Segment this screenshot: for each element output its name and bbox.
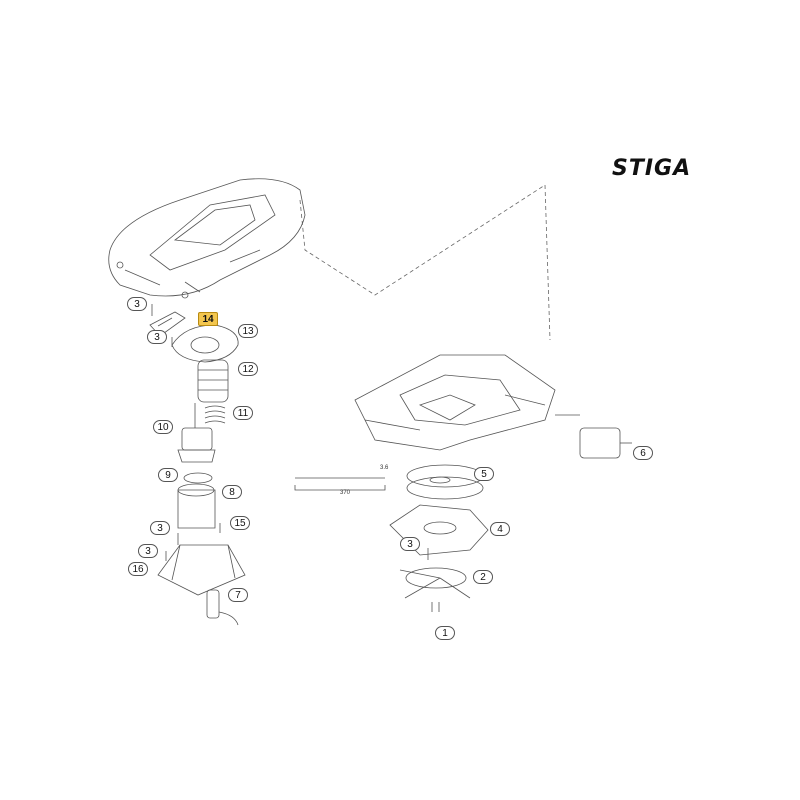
part-label-12[interactable]: 12 bbox=[238, 362, 258, 376]
part-7-sensor bbox=[206, 589, 239, 626]
chassis-illustration bbox=[354, 354, 556, 451]
part-5-disc bbox=[406, 464, 484, 500]
part-label-6[interactable]: 6 bbox=[633, 446, 653, 460]
cable-tie bbox=[294, 477, 386, 491]
part-label-11[interactable]: 11 bbox=[233, 406, 253, 420]
part-9-ring bbox=[183, 472, 213, 484]
part-16-base bbox=[157, 544, 246, 596]
part-1-screws bbox=[431, 602, 440, 612]
part-2-blade-disc bbox=[399, 567, 471, 599]
part-label-14[interactable]: 14 bbox=[198, 312, 218, 326]
part-label-3-b[interactable]: 3 bbox=[147, 330, 167, 344]
part-10-motor bbox=[177, 403, 216, 463]
part-11-spring bbox=[204, 405, 226, 424]
part-6-motor-assembly bbox=[555, 414, 632, 459]
part-label-15[interactable]: 15 bbox=[230, 516, 250, 530]
part-label-2[interactable]: 2 bbox=[473, 570, 493, 584]
part-13-plate bbox=[171, 324, 239, 363]
part-label-1[interactable]: 1 bbox=[435, 626, 455, 640]
part-label-3-e[interactable]: 3 bbox=[400, 537, 420, 551]
part-label-7[interactable]: 7 bbox=[228, 588, 248, 602]
part-12-bellows bbox=[197, 359, 229, 403]
part-label-16[interactable]: 16 bbox=[128, 562, 148, 576]
part-label-13[interactable]: 13 bbox=[238, 324, 258, 338]
stiga-logo: STIGA bbox=[612, 156, 692, 181]
part-label-9[interactable]: 9 bbox=[158, 468, 178, 482]
cable-tie-length-label: 370 bbox=[340, 490, 351, 496]
part-8-housing bbox=[177, 483, 216, 529]
screws-left bbox=[151, 304, 221, 561]
part-label-8[interactable]: 8 bbox=[222, 485, 242, 499]
part-label-5[interactable]: 5 bbox=[474, 467, 494, 481]
part-label-3-c[interactable]: 3 bbox=[150, 521, 170, 535]
part-label-3-a[interactable]: 3 bbox=[127, 297, 147, 311]
top-shell-illustration bbox=[108, 178, 306, 299]
part-4-guard bbox=[389, 504, 489, 556]
part-label-3-d[interactable]: 3 bbox=[138, 544, 158, 558]
dashed-connector bbox=[299, 184, 551, 341]
cable-tie-width-label: 3.6 bbox=[380, 465, 389, 471]
part-label-10[interactable]: 10 bbox=[153, 420, 173, 434]
part-label-4[interactable]: 4 bbox=[490, 522, 510, 536]
